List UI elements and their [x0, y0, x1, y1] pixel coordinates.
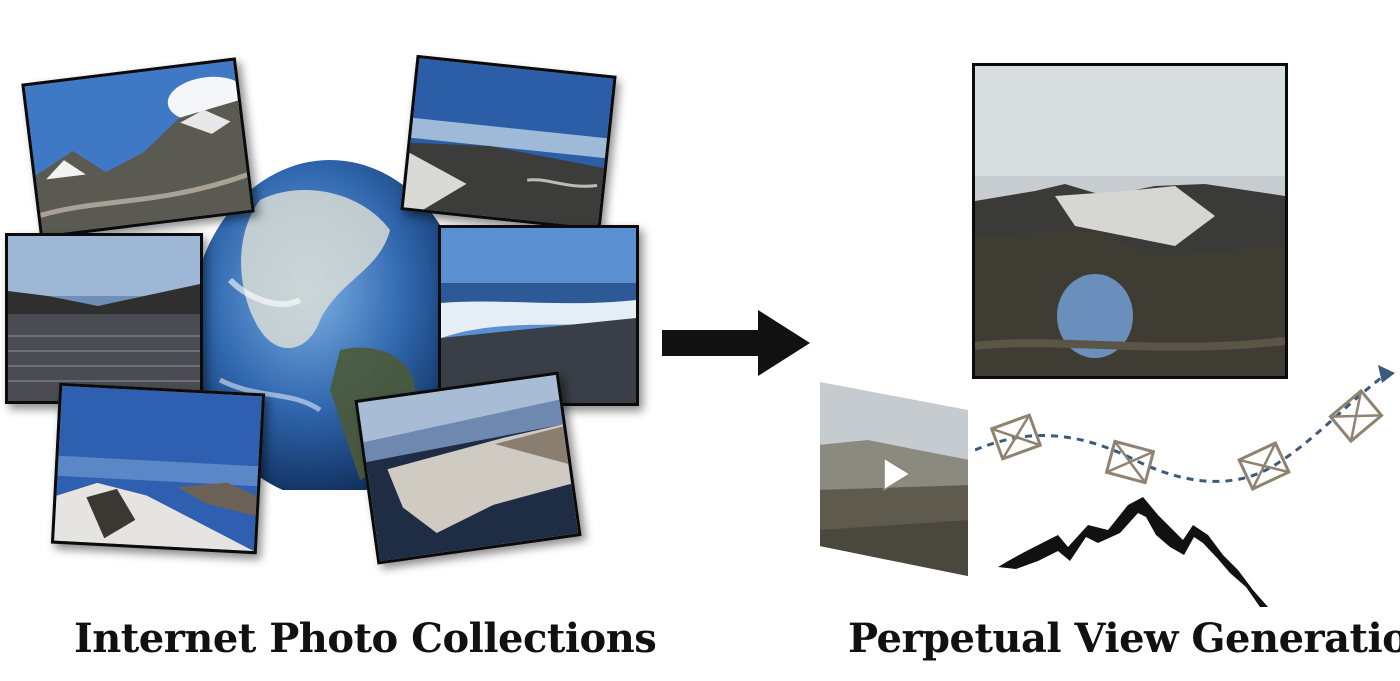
camera-frustum-icon: [1322, 382, 1390, 449]
photo-coastline-aerial: [400, 54, 617, 232]
caption-perpetual-view-generation: Perpetual View Generation: [848, 615, 1400, 662]
generated-view-image: [972, 63, 1288, 379]
photo-lake: [5, 233, 203, 404]
camera-frustum-icon: [1231, 435, 1297, 497]
input-view-image: [818, 380, 970, 580]
photo-snowy-slope: [50, 382, 266, 555]
caption-internet-photo-collections: Internet Photo Collections: [74, 615, 657, 662]
mountain-silhouette-icon: [998, 495, 1273, 610]
camera-frustum-icon: [1099, 434, 1161, 490]
right-arrow-icon: [662, 310, 810, 376]
photo-cliff-shore: [354, 371, 582, 565]
camera-frustum-icon: [984, 407, 1048, 466]
camera-trajectory: [974, 365, 1400, 505]
photo-mountain-valley: [21, 57, 255, 239]
